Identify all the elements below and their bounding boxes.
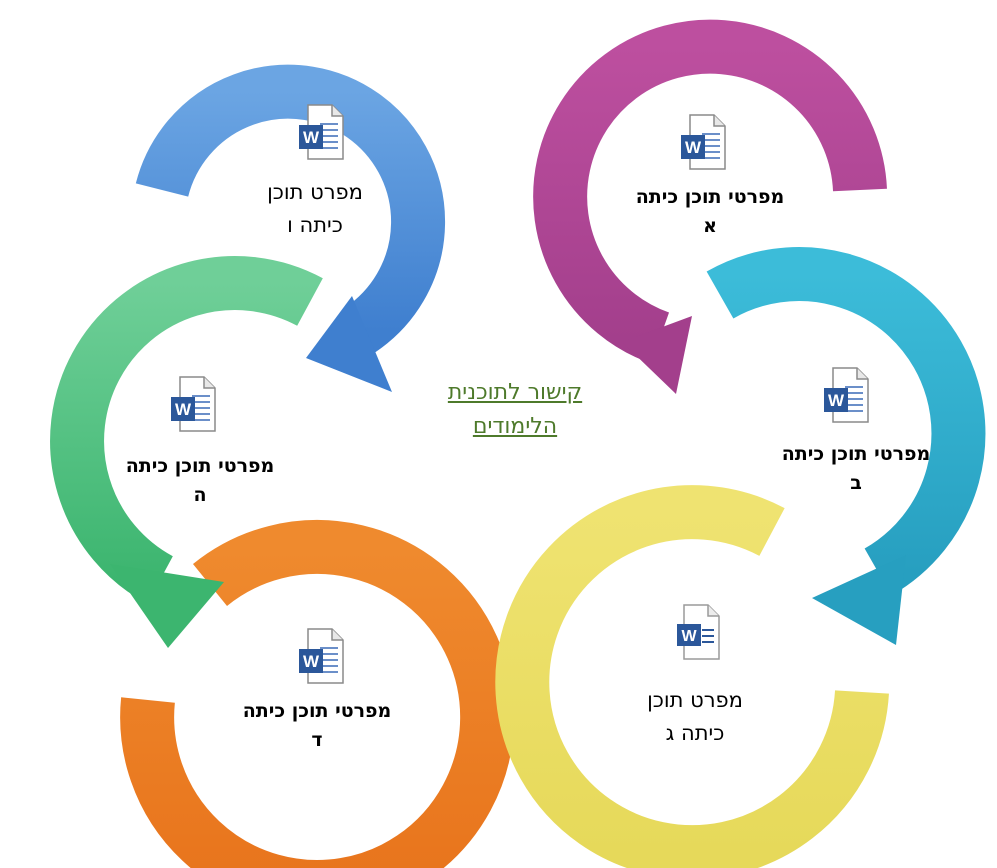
label-grade-f-line2: כיתה ו	[287, 212, 343, 237]
label-grade-b-line1: מפרטי תוכן כיתה	[781, 443, 931, 465]
word-document-icon[interactable]: W	[674, 604, 720, 660]
label-grade-c-line1: מפרט תוכן	[647, 688, 743, 712]
svg-text:W: W	[685, 138, 702, 157]
word-document-icon[interactable]: W	[298, 104, 344, 160]
label-grade-f: מפרט תוכן כיתה ו	[230, 176, 400, 241]
word-document-icon[interactable]: W	[298, 628, 344, 684]
label-grade-d-line1: מפרטי תוכן כיתה	[242, 700, 392, 722]
arrowhead-grade-f	[306, 296, 392, 392]
label-grade-c-line2: כיתה ג	[665, 720, 725, 745]
label-grade-d-line2: ד	[311, 729, 323, 752]
ring-grade-a	[533, 19, 887, 394]
svg-text:W: W	[303, 128, 320, 147]
label-grade-a-line2: א	[703, 215, 717, 238]
arrowhead-grade-e	[110, 564, 224, 648]
arrowhead-grade-b	[812, 555, 906, 645]
word-document-icon[interactable]: W	[170, 376, 216, 432]
curriculum-link[interactable]: קישור לתוכנית הלימודים	[405, 376, 625, 444]
svg-text:W: W	[175, 400, 192, 419]
curriculum-link-line1[interactable]: קישור לתוכנית	[447, 380, 583, 405]
svg-text:W: W	[828, 391, 845, 410]
label-grade-f-line1: מפרט תוכן	[267, 180, 363, 204]
word-document-icon[interactable]: W	[823, 367, 869, 423]
label-grade-e-line1: מפרטי תוכן כיתה	[125, 455, 275, 477]
svg-text:W: W	[303, 652, 320, 671]
label-grade-d: מפרטי תוכן כיתה ד	[212, 697, 422, 756]
svg-text:W: W	[681, 628, 697, 645]
curriculum-link-line2[interactable]: הלימודים	[472, 414, 558, 440]
label-grade-c: מפרט תוכן כיתה ג	[610, 684, 780, 749]
arrowhead-grade-a	[622, 316, 692, 394]
label-grade-b: מפרטי תוכן כיתה ב	[745, 440, 967, 499]
word-document-icon[interactable]: W	[680, 114, 726, 170]
label-grade-e: מפרטי תוכן כיתה ה	[100, 452, 300, 511]
label-grade-b-line2: ב	[850, 472, 862, 495]
label-grade-e-line2: ה	[193, 484, 207, 507]
ring-grade-b	[706, 247, 986, 645]
ring-grade-f	[135, 64, 446, 392]
ring-grade-c	[495, 485, 889, 868]
label-grade-a: מפרטי תוכן כיתה א	[600, 183, 820, 242]
label-grade-a-line1: מפרטי תוכן כיתה	[635, 186, 785, 208]
ring-grade-e	[50, 256, 323, 648]
ring-grade-d	[120, 520, 515, 868]
